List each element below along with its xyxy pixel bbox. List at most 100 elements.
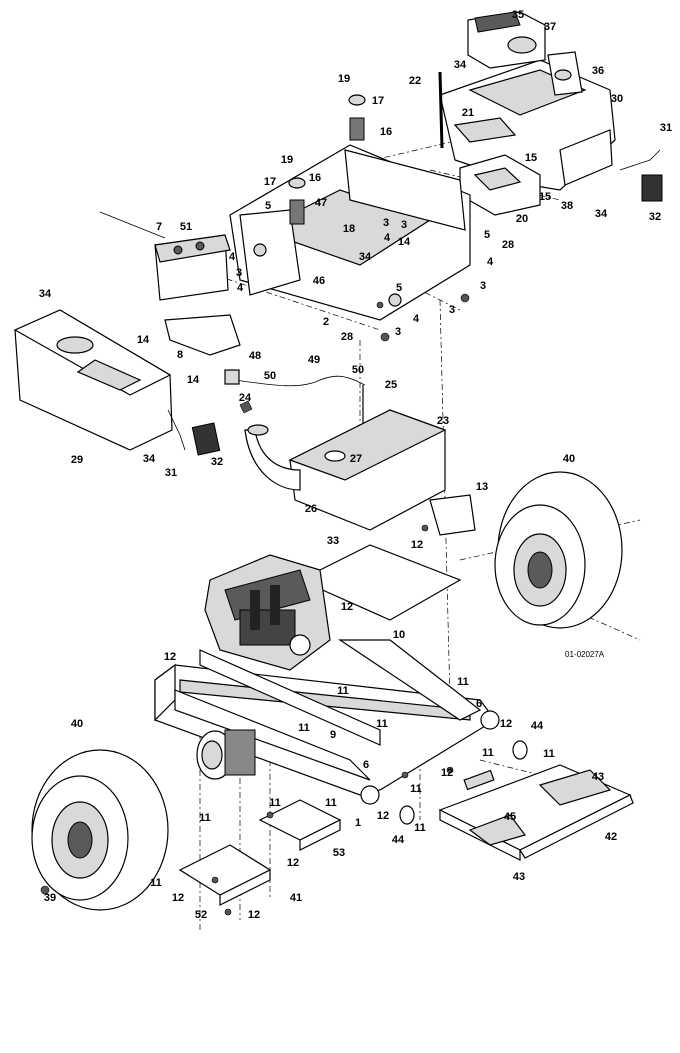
callout-43: 43: [513, 871, 525, 883]
callout-23: 23: [437, 415, 449, 427]
callout-50: 50: [352, 364, 364, 376]
callout-42: 42: [605, 831, 617, 843]
callout-20: 20: [516, 213, 528, 225]
callout-11: 11: [376, 718, 388, 730]
callout-4: 4: [413, 313, 420, 325]
callout-44: 44: [392, 834, 405, 846]
callout-30: 30: [611, 93, 623, 105]
callout-3: 3: [395, 326, 401, 338]
callout-12: 12: [341, 601, 353, 613]
wheel-hub-motor: [196, 729, 256, 780]
callout-11: 11: [269, 797, 281, 809]
callout-11: 11: [150, 877, 162, 889]
callout-12: 12: [164, 651, 176, 663]
callout-13: 13: [476, 481, 488, 493]
callout-31: 31: [660, 122, 672, 134]
throttle-bracket-part: [547, 51, 583, 96]
callout-37: 37: [544, 21, 556, 33]
bracket-20-part: [459, 154, 541, 216]
callout-14: 14: [187, 374, 200, 386]
callout-44: 44: [531, 720, 544, 732]
left-fender-cover: [13, 309, 173, 451]
callout-3: 3: [401, 219, 407, 231]
callout-11: 11: [414, 822, 426, 834]
callout-12: 12: [441, 767, 453, 779]
callout-3: 3: [236, 267, 242, 279]
callout-9: 9: [330, 729, 336, 741]
callout-34: 34: [595, 208, 608, 220]
callout-12: 12: [411, 539, 423, 551]
callout-6: 6: [476, 698, 482, 710]
callout-47: 47: [315, 197, 327, 209]
callout-16: 16: [380, 126, 392, 138]
left-rear-wheel: [31, 749, 169, 911]
callout-2: 2: [323, 316, 329, 328]
callout-12: 12: [248, 909, 260, 921]
callout-8: 8: [177, 349, 183, 361]
callout-11: 11: [298, 722, 310, 734]
callout-12: 12: [500, 718, 512, 730]
callout-26: 26: [305, 503, 317, 515]
callout-10: 10: [393, 629, 405, 641]
callout-19: 19: [281, 154, 293, 166]
callout-11: 11: [337, 685, 349, 697]
callout-5: 5: [265, 200, 271, 212]
callout-12: 12: [287, 857, 299, 869]
callout-32: 32: [649, 211, 661, 223]
callout-21: 21: [462, 107, 474, 119]
grille-32-right: [641, 174, 663, 202]
seat-support-frame: [229, 144, 471, 321]
callout-12: 12: [377, 810, 389, 822]
callout-49: 49: [308, 354, 320, 366]
callout-6: 6: [363, 759, 369, 771]
callout-34: 34: [454, 59, 467, 71]
callout-14: 14: [137, 334, 150, 346]
callout-15: 15: [539, 191, 551, 203]
spring-16-lower: [288, 177, 306, 225]
bracket-8-part: [164, 314, 241, 356]
hardware-fasteners: [40, 293, 470, 916]
callout-40: 40: [563, 453, 575, 465]
panel-21-part: [453, 117, 517, 143]
foot-plate-assembly: [438, 764, 634, 861]
engine-assembly: [204, 554, 331, 671]
callout-17: 17: [372, 95, 384, 107]
handle-31-right: [619, 149, 661, 171]
engine-deck-plate: [298, 544, 462, 621]
callout-39: 39: [44, 892, 56, 904]
handle-31-left: [167, 409, 186, 451]
callout-18: 18: [343, 223, 355, 235]
callout-45: 45: [504, 811, 516, 823]
callout-11: 11: [410, 783, 422, 795]
callout-48: 48: [249, 350, 261, 362]
callout-15: 15: [525, 152, 537, 164]
callout-3: 3: [383, 217, 389, 229]
callout-52: 52: [195, 909, 207, 921]
callout-4: 4: [487, 256, 494, 268]
callout-28: 28: [502, 239, 514, 251]
callout-11: 11: [482, 747, 494, 759]
callout-7: 7: [156, 221, 162, 233]
callout-11: 11: [325, 797, 337, 809]
callout-43: 43: [592, 771, 604, 783]
callout-11: 11: [199, 812, 211, 824]
callout-11: 11: [543, 748, 555, 760]
callout-33: 33: [327, 535, 339, 547]
callout-40: 40: [71, 718, 83, 730]
callout-3: 3: [480, 280, 486, 292]
callout-35: 35: [512, 9, 524, 21]
main-chassis-frame: [154, 639, 500, 805]
callout-34: 34: [143, 453, 156, 465]
rod-22-part: [438, 71, 444, 149]
callout-27: 27: [350, 453, 362, 465]
bracket-52-part: [178, 844, 272, 906]
callout-32: 32: [211, 456, 223, 468]
fuel-line-assembly: [224, 369, 366, 440]
callout-1: 1: [355, 817, 361, 829]
callout-28: 28: [341, 331, 353, 343]
grille-32-left: [191, 422, 221, 456]
callout-4: 4: [229, 251, 236, 263]
callout-24: 24: [239, 392, 252, 404]
